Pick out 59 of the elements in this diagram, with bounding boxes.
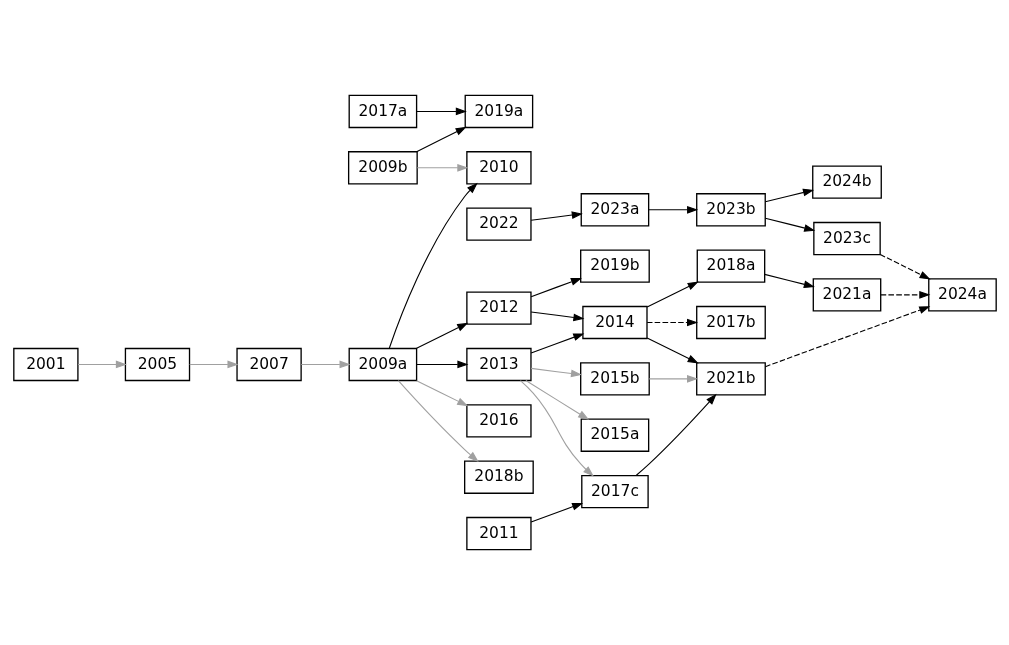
arrow	[415, 360, 468, 369]
arrow	[415, 322, 468, 349]
arrow	[879, 253, 931, 280]
arrow	[646, 281, 699, 308]
arrow	[188, 360, 239, 369]
node-box: 2018a	[696, 249, 765, 283]
arrow	[646, 337, 699, 364]
arrow	[397, 380, 479, 462]
node-box: 2021b	[695, 362, 766, 396]
node-box: 2021a	[812, 278, 881, 312]
node-box: 2022	[465, 207, 532, 241]
node-box: 2024b	[811, 165, 882, 199]
node-box: 2010	[465, 151, 532, 185]
arrow	[764, 188, 814, 203]
node-box: 2019a	[464, 94, 533, 129]
arrow	[415, 380, 468, 407]
node-box: 2023b	[695, 193, 766, 227]
node-box: 2012	[465, 291, 532, 325]
node-box: 2017a	[348, 94, 417, 129]
node-box: 2024a	[927, 278, 997, 312]
node-box: 2015a	[580, 418, 649, 452]
arrow	[635, 393, 717, 476]
arrow	[530, 311, 584, 322]
arrow	[415, 107, 467, 116]
node-box: 2007	[235, 347, 302, 382]
arrow	[764, 306, 930, 368]
arrow	[524, 380, 589, 420]
node-box: 2023a	[580, 193, 649, 227]
arrow	[416, 163, 468, 172]
arrow	[76, 360, 127, 369]
arrow	[530, 333, 584, 354]
arrow	[646, 318, 698, 327]
node-box: 2023c	[812, 221, 881, 256]
arrow	[648, 374, 698, 383]
node-box: 2009b	[347, 151, 418, 185]
node-box: 2015b	[579, 362, 650, 396]
arrow	[530, 277, 582, 298]
node-box: 2011	[465, 516, 532, 551]
arrow	[647, 205, 698, 214]
arrow	[763, 273, 815, 289]
node-box: 2019b	[579, 249, 650, 283]
arrow	[530, 367, 582, 378]
node-box: 2017c	[580, 474, 649, 509]
arrow	[300, 360, 351, 369]
arrow	[530, 211, 583, 221]
node-box: 2014	[581, 305, 648, 340]
node-box: 2013	[465, 347, 532, 382]
node-box: 2005	[124, 347, 190, 382]
arrow	[764, 217, 815, 232]
arrow	[388, 182, 478, 349]
node-box: 2001	[12, 347, 79, 382]
arrow	[879, 291, 930, 299]
arrow	[519, 380, 594, 477]
node-box: 2017b	[695, 305, 766, 340]
node-box: 2009a	[348, 347, 417, 382]
arrow	[530, 502, 583, 523]
node-box: 2018b	[463, 460, 534, 494]
node-box: 2016	[465, 404, 532, 438]
arrow	[415, 126, 467, 153]
